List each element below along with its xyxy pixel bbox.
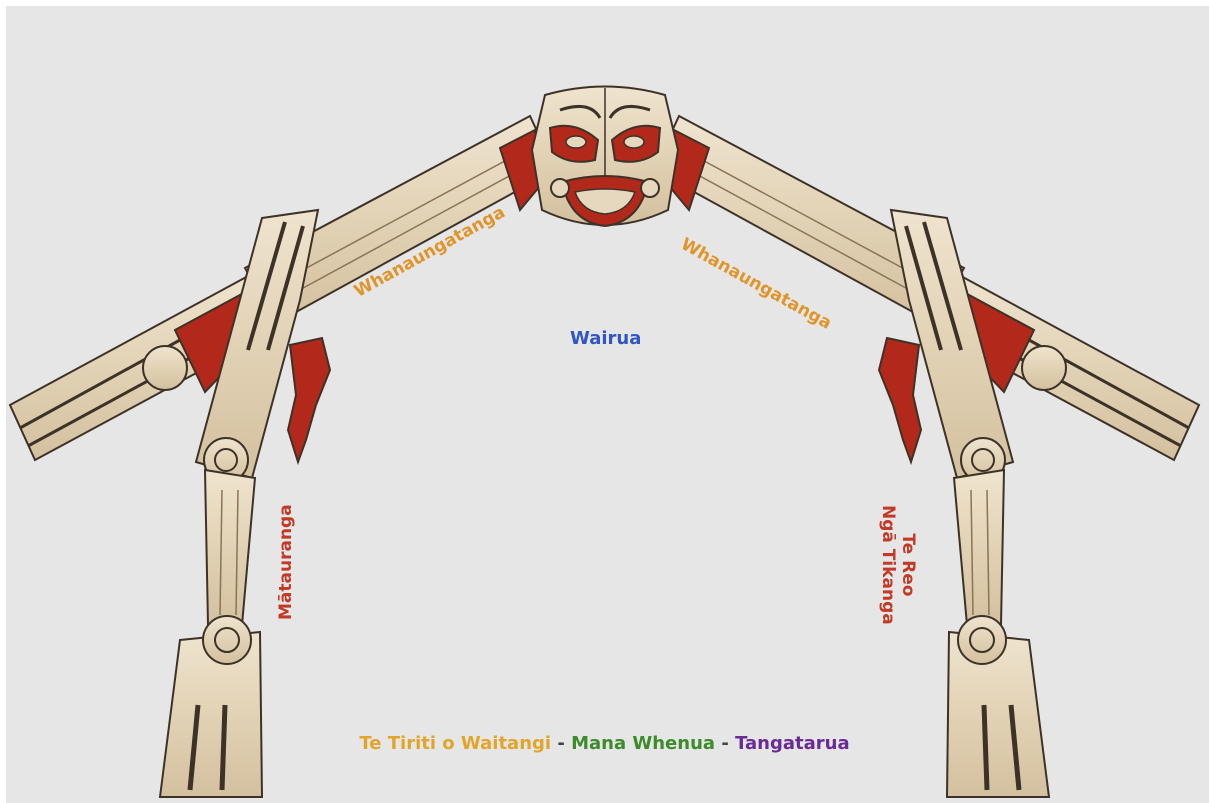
footer-tangatarua: Tangatarua	[735, 733, 850, 754]
label-nga-tikanga: Ngā Tikanga	[878, 505, 898, 625]
footer-caption: Te Tiriti o Waitangi - Mana Whenua - Tan…	[0, 733, 1209, 754]
koruru-face	[532, 87, 678, 227]
footer-separator-1: -	[551, 733, 571, 754]
footer-mana-whenua: Mana Whenua	[571, 733, 715, 754]
label-te-reo-nga-tikanga: Te Reo Ngā Tikanga	[878, 505, 918, 625]
label-te-reo: Te Reo	[898, 505, 918, 625]
footer-tiriti: Te Tiriti o Waitangi	[359, 733, 551, 754]
label-matauranga: Mātauranga	[278, 504, 295, 620]
label-wairua: Wairua	[570, 330, 641, 348]
footer-separator-2: -	[715, 733, 735, 754]
